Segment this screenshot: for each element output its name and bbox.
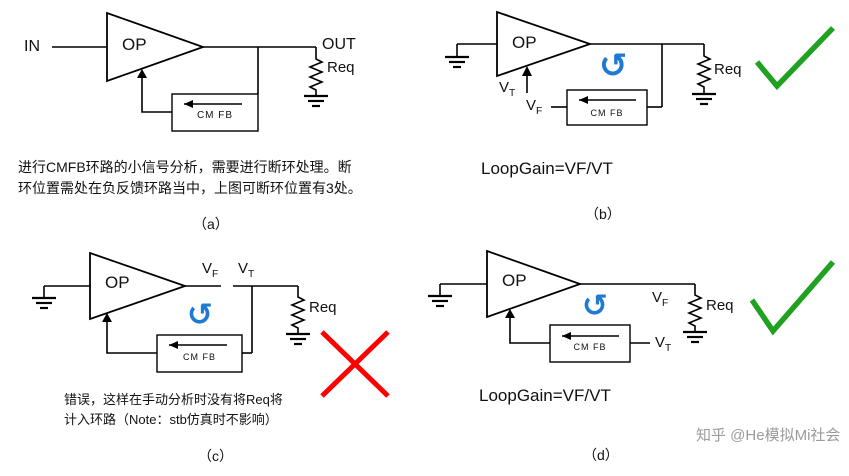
ground-symbol xyxy=(445,55,469,69)
left-arrowhead-icon xyxy=(169,341,178,349)
vf-label: VF xyxy=(526,97,543,117)
req-label: Req xyxy=(706,297,734,314)
zhihu-watermark: 知乎 @He模拟Mi社会 xyxy=(696,427,841,444)
ground-symbol xyxy=(428,294,452,308)
panel-tag-c: （c） xyxy=(198,448,233,464)
req-label: Req xyxy=(327,59,355,76)
left-arrowhead-icon xyxy=(579,96,588,104)
feedback-wire xyxy=(141,77,172,113)
caption-c: 错误，这样在手动分析时没有将Req将计入环路（Note：stb仿真时不影响） xyxy=(64,392,283,428)
up-arrowhead-icon xyxy=(102,313,112,322)
opamp-label: OP xyxy=(122,35,147,54)
panel-tag-b: （b） xyxy=(585,206,621,222)
cmfb-label: CM FB xyxy=(196,110,234,121)
circuit-a xyxy=(52,11,328,132)
loop-direction-arrow-icon: ↺ xyxy=(187,297,213,333)
opamp-symbol xyxy=(106,11,206,83)
loop-direction-arrow-icon: ↺ xyxy=(599,46,628,86)
left-arrowhead-icon xyxy=(184,100,193,108)
caption-a: 进行CMFB环路的小信号分析，需要进行断环处理。断环位置需处在负反馈环路当中，上… xyxy=(18,159,362,196)
up-arrowhead-icon xyxy=(522,66,532,76)
vt-label: VT xyxy=(238,260,255,280)
vf-label: VF xyxy=(652,289,669,309)
up-arrowhead-icon xyxy=(137,69,147,78)
circuit-c xyxy=(32,251,390,398)
ground-symbol xyxy=(304,94,328,108)
out-label: OUT xyxy=(322,36,356,53)
cmfb-label: CM FB xyxy=(590,108,624,118)
resistor-symbol xyxy=(686,284,704,332)
ground-symbol xyxy=(286,332,310,346)
left-arrowhead-icon xyxy=(562,332,571,340)
vf-label: VF xyxy=(202,260,219,280)
resistor-symbol xyxy=(695,44,713,94)
panel-tag-a: （a） xyxy=(193,216,229,232)
cross-icon xyxy=(320,330,390,398)
up-arrowhead-icon xyxy=(505,309,515,318)
cmfb-label: CM FB xyxy=(183,352,216,362)
feedback-wire xyxy=(106,322,157,354)
resistor-symbol xyxy=(289,286,307,334)
cmfb-box xyxy=(156,334,243,373)
panel-tag-d: （d） xyxy=(583,447,619,463)
ground-symbol xyxy=(692,92,716,106)
checkmark-icon xyxy=(749,260,836,336)
loopgain-formula: LoopGain=VF/VT xyxy=(481,159,613,178)
vt-label: VT xyxy=(499,79,516,99)
ground-symbol xyxy=(683,330,707,344)
opamp-symbol xyxy=(496,10,593,78)
opamp-label: OP xyxy=(512,33,537,52)
cmfb-box xyxy=(171,93,259,132)
loop-direction-arrow-icon: ↺ xyxy=(582,288,608,324)
ground-symbol xyxy=(32,296,56,310)
feedback-wire xyxy=(509,318,550,344)
req-label: Req xyxy=(309,299,337,316)
opamp-label: OP xyxy=(105,273,130,292)
checkmark-icon xyxy=(754,26,835,91)
cmfb-label: CM FB xyxy=(573,342,607,352)
resistor-symbol xyxy=(307,47,325,96)
circuit-b xyxy=(445,10,835,126)
cmfb-box xyxy=(549,324,631,363)
opamp-symbol xyxy=(89,251,188,321)
vt-label: VT xyxy=(655,334,672,354)
in-label: IN xyxy=(24,38,40,55)
opamp-symbol xyxy=(486,249,583,319)
cmfb-box xyxy=(566,89,648,126)
loopgain-formula: LoopGain=VF/VT xyxy=(479,386,611,405)
opamp-label: OP xyxy=(502,271,527,290)
req-label: Req xyxy=(714,61,742,78)
circuit-d xyxy=(428,249,836,363)
